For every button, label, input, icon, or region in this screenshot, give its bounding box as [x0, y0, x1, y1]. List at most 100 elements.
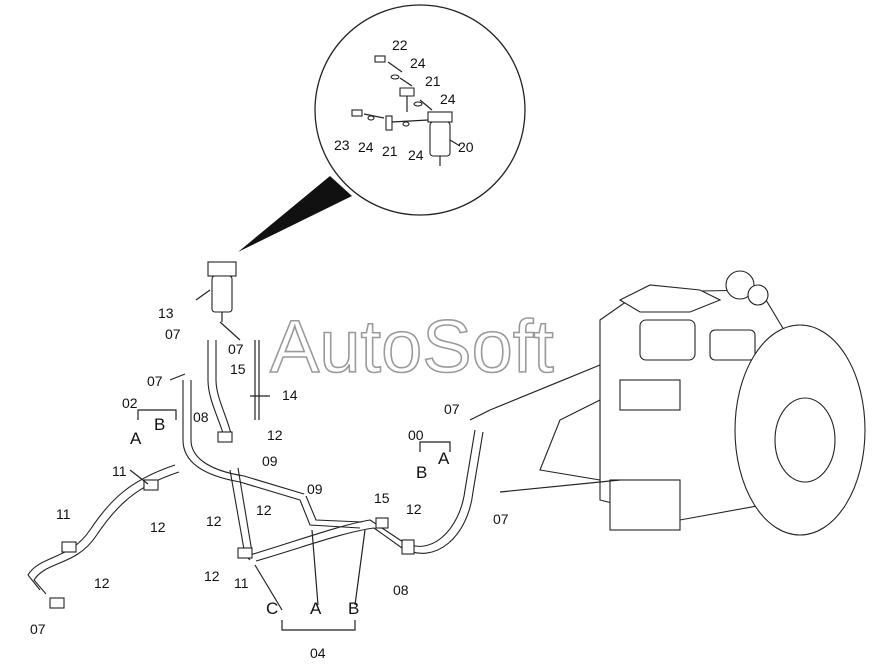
- clamp-11-left: [143, 479, 159, 491]
- engine-assembly: [539, 270, 866, 536]
- bolt-22-part: [374, 55, 386, 63]
- engine-head-cover: [618, 284, 722, 313]
- label-07-bottom: 07: [30, 621, 46, 637]
- label-12-d: 12: [256, 502, 272, 518]
- bolt-23-part: [351, 109, 363, 117]
- part-labels: 13 07 07 15 07 14 02 A B 08 12 09 11 12 …: [30, 305, 509, 661]
- fuel-filter-bowl: [211, 275, 233, 313]
- label-15-lower: 15: [374, 490, 390, 506]
- hose-02-b: [190, 380, 305, 495]
- hose-left-a: [27, 464, 176, 591]
- flywheel-center: [774, 397, 836, 483]
- label-09-lower: 09: [307, 481, 323, 497]
- label-11-left: 11: [112, 463, 127, 479]
- engine-front-bracket: [539, 399, 601, 481]
- label-24c: 24: [358, 139, 374, 155]
- label-07-left-upper: 07: [147, 373, 163, 389]
- label-08-mid: 08: [193, 409, 209, 425]
- leader-21b: [391, 119, 429, 123]
- label-07-engine-lower: 07: [493, 511, 509, 527]
- label-B-04: B: [348, 599, 359, 618]
- clamp-08-right: [401, 539, 415, 555]
- clamps: [49, 431, 415, 609]
- callout-pointer: [238, 176, 352, 252]
- leader-13: [195, 289, 211, 301]
- leader-07-engine-upper: [469, 409, 491, 421]
- hose-11-mid-b: [237, 467, 253, 553]
- label-21b: 21: [382, 143, 398, 159]
- bracket-02: [137, 409, 177, 420]
- label-B-00: B: [416, 463, 427, 482]
- label-12-b: 12: [206, 513, 222, 529]
- label-07-filter-left: 07: [165, 326, 181, 342]
- leader-22: [387, 61, 403, 73]
- leader-04-b: [354, 529, 366, 606]
- label-02: 02: [122, 395, 138, 411]
- label-04: 04: [310, 645, 326, 661]
- label-15-upper: 15: [230, 361, 246, 377]
- leader-24b: [419, 99, 433, 111]
- leader-23: [363, 113, 385, 119]
- watermark: AutoSoft: [270, 305, 554, 388]
- fuel-filter: [207, 261, 237, 322]
- filter-bowl-part: [429, 121, 451, 157]
- hose-02-a: [182, 380, 301, 501]
- label-11-mid: 11: [234, 575, 249, 591]
- leader-24a: [399, 77, 413, 87]
- injection-pump: [619, 379, 681, 411]
- label-C-04: C: [266, 599, 278, 618]
- label-B-02: B: [154, 415, 165, 434]
- label-12-e: 12: [204, 568, 220, 584]
- valve-cover: [709, 329, 756, 361]
- clamp-08-mid: [217, 431, 233, 443]
- leader-07-engine-upper-ext: [489, 364, 601, 411]
- label-14: 14: [282, 387, 298, 403]
- label-12-mid: 12: [267, 427, 283, 443]
- banjo-21b-part: [385, 115, 393, 131]
- detail-parts: [351, 55, 461, 166]
- label-09-mid: 09: [262, 453, 278, 469]
- label-08-right: 08: [393, 582, 409, 598]
- label-A-00: A: [438, 449, 450, 468]
- washer-24b-part: [413, 101, 423, 107]
- leader-07-engine-lower: [499, 479, 621, 493]
- leader-20: [449, 139, 461, 147]
- clamp-15-lower: [375, 517, 389, 529]
- engine-top-fitting: [747, 284, 769, 306]
- leader-07-filter-right: [219, 321, 241, 341]
- bracket-04: [281, 620, 356, 631]
- clamp-11-far: [61, 541, 77, 553]
- label-12-c: 12: [94, 575, 110, 591]
- hose-11-mid-a: [229, 469, 251, 561]
- clamp-11-mid: [237, 547, 253, 559]
- label-07-filter-right: 07: [228, 341, 244, 357]
- label-21a: 21: [425, 73, 441, 89]
- hose-09-a: [299, 499, 361, 529]
- label-24a: 24: [410, 55, 426, 71]
- clamp-07-bottom: [49, 597, 65, 609]
- washer-24d-part: [402, 121, 410, 127]
- banjo-21a-part: [399, 87, 415, 97]
- leader-04-a: [311, 529, 319, 606]
- hose-routing: [27, 340, 484, 595]
- leader-04-c: [254, 564, 283, 611]
- hose-04-a: [249, 429, 476, 556]
- label-00: 00: [408, 427, 424, 443]
- fuel-filter-head: [207, 261, 237, 277]
- label-20: 20: [458, 139, 474, 155]
- label-11-far: 11: [56, 506, 71, 522]
- oil-pan: [609, 479, 681, 531]
- label-22: 22: [392, 37, 408, 53]
- washer-24c-part: [367, 115, 375, 121]
- label-23: 23: [334, 137, 350, 153]
- label-24b: 24: [440, 91, 456, 107]
- bracket-00: [419, 441, 451, 452]
- filter-head-part: [427, 111, 453, 123]
- label-13: 13: [158, 305, 174, 321]
- leaders: [129, 289, 621, 631]
- detail-circle: [314, 4, 526, 216]
- hose-09-b: [305, 495, 363, 523]
- intake-manifold: [639, 319, 696, 361]
